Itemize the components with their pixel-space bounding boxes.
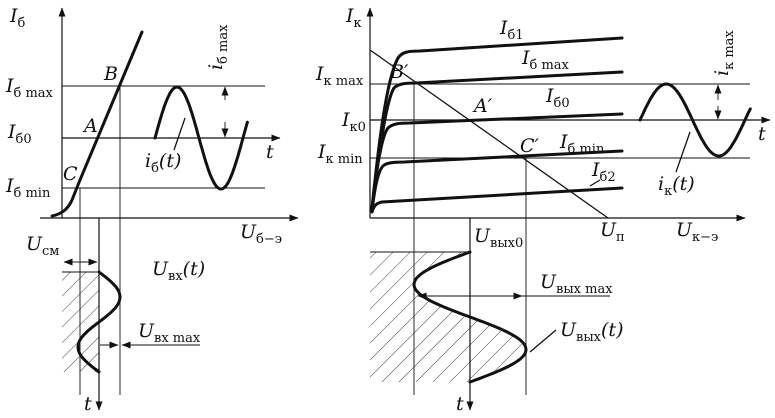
point-a-label: A <box>82 115 98 137</box>
output-curve-ibmin <box>370 149 624 213</box>
ib-wave-leader <box>173 117 186 151</box>
ik0-label: Iк0 <box>341 109 366 135</box>
ik-wave-leader <box>675 131 691 173</box>
input-characteristic-panel: Iб Iб max Iб0 Iб min A B C iб max iб(t) … <box>5 5 299 415</box>
point-c-prime-label: C′ <box>520 135 540 157</box>
ube-axis-label: Uб−э <box>240 221 282 247</box>
uin-wave-label: Uвх(t) <box>152 258 205 284</box>
curve-ibmin-label: Iб min <box>559 131 605 157</box>
ib-wave-label: iб(t) <box>145 150 181 176</box>
ik-amp-label: iк max <box>711 30 737 76</box>
ik-axis-label: Iк <box>345 5 362 31</box>
point-a-prime-label: A′ <box>472 95 493 117</box>
supply-label: Uп <box>600 219 625 245</box>
point-b-prime-label: B′ <box>389 61 409 83</box>
t-bottom-label-r: t <box>456 393 464 415</box>
curve-ib0-label: Iб0 <box>545 85 570 111</box>
uke-axis-label: Uк−э <box>676 219 718 245</box>
input-voltage-sine <box>76 270 122 374</box>
ib-axis-label: Iб <box>9 5 26 31</box>
q-voltage-label: Uвых0 <box>474 225 523 251</box>
uout-wave-label: Uвых(t) <box>560 319 623 345</box>
output-voltage-sine <box>412 250 528 384</box>
bias-label: Uсм <box>26 233 59 259</box>
t-right-label: t <box>266 141 274 163</box>
ik-wave-label: iк(t) <box>658 173 695 199</box>
ik-max-label: Iк max <box>315 63 364 89</box>
curve-ib2-label: Iб2 <box>591 159 616 185</box>
uout-amp-label: Uвых max <box>540 271 613 297</box>
collector-current-sine <box>638 82 752 158</box>
output-curve-ib2 <box>370 186 624 214</box>
t-right-label-r: t <box>758 123 766 145</box>
ib-max-label: Iб max <box>5 75 54 101</box>
base-current-sine <box>153 85 249 191</box>
input-characteristic-curve <box>50 30 144 218</box>
ik-min-label: Iк min <box>317 141 363 167</box>
ib0-label: Iб0 <box>7 121 32 147</box>
curve-ibmax-label: Iб max <box>521 47 570 73</box>
point-c-label: C <box>63 163 78 185</box>
uout-wave-leader <box>529 329 557 353</box>
output-hatch-region <box>370 252 526 382</box>
t-bottom-label: t <box>84 393 92 415</box>
uin-amp-label: Uвх max <box>138 320 201 346</box>
output-characteristic-panel: Iк Iк max Iк0 Iк min Iб1 Iб max Iб0 Iб m… <box>315 5 771 415</box>
ib-amp-label: iб max <box>205 24 231 70</box>
ib-min-label: Iб min <box>5 175 51 201</box>
point-b-label: B <box>103 63 118 85</box>
ib2-leader <box>589 179 601 187</box>
output-curve-ib0 <box>370 112 624 212</box>
output-curve-ibmax <box>370 70 624 211</box>
curve-ib1-label: Iб1 <box>499 17 524 43</box>
load-line <box>369 49 609 219</box>
